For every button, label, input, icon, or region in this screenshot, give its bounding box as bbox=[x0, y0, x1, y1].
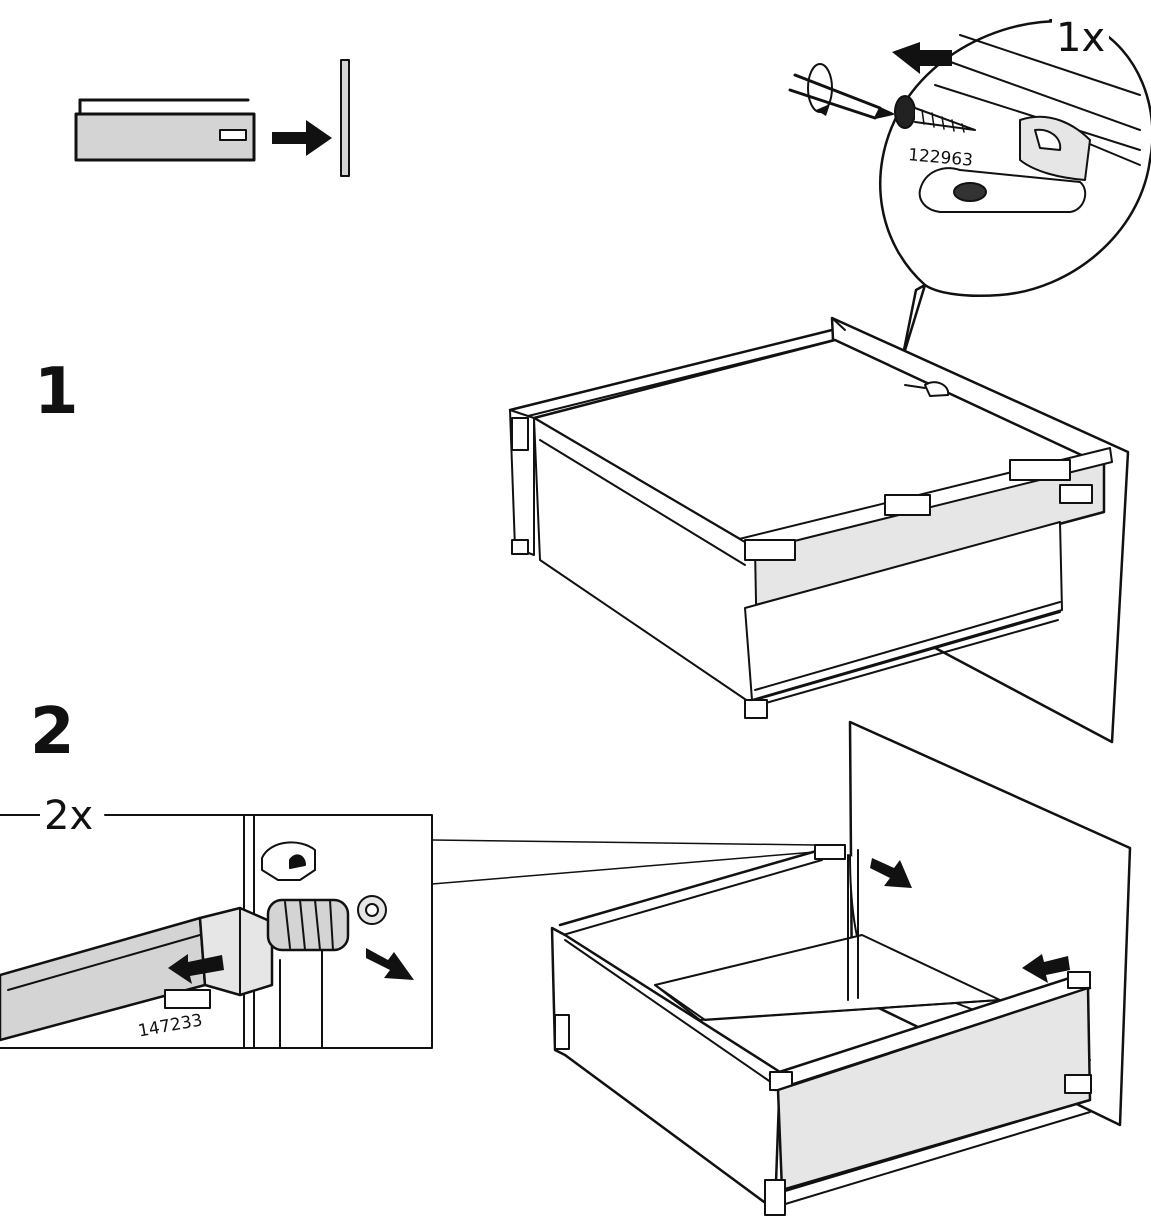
connector-detail-box bbox=[0, 814, 816, 1049]
push-left-arrow-icon bbox=[1022, 954, 1070, 983]
front-to-panel-overview bbox=[74, 59, 350, 177]
step-2-quantity: 2x bbox=[40, 796, 98, 836]
pull-left-arrow-icon bbox=[168, 954, 224, 984]
screw-detail-callout bbox=[788, 19, 1151, 362]
step1-drawer-assembly bbox=[508, 316, 1130, 744]
insert-arrow-icon bbox=[892, 42, 952, 74]
push-arrow-icon bbox=[272, 120, 332, 156]
step-2-number: 2 bbox=[30, 695, 75, 769]
step2-drawer-assembly bbox=[550, 720, 1132, 1216]
step-1-quantity: 1x bbox=[1052, 18, 1110, 58]
release-arrow-icon bbox=[366, 948, 414, 980]
step-1-number: 1 bbox=[34, 355, 79, 429]
screw-icon bbox=[894, 95, 916, 129]
push-right-arrow-icon bbox=[870, 858, 912, 888]
